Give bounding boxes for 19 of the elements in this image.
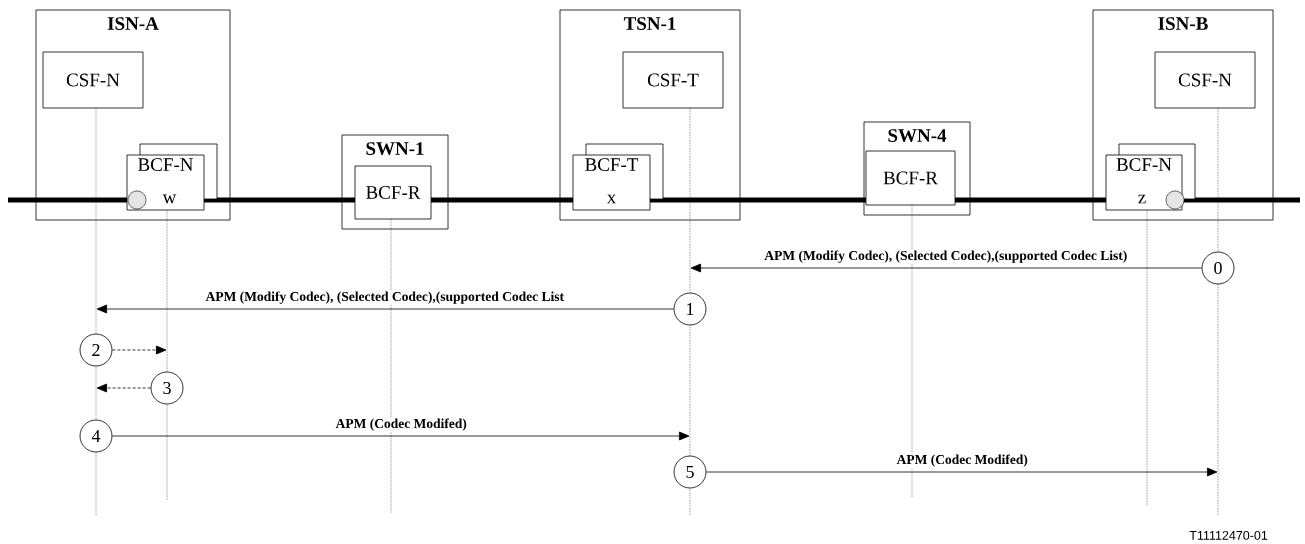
arrow: [112, 345, 167, 355]
function-box: CSF-N: [42, 51, 144, 109]
function-box: BCF-R: [865, 150, 956, 206]
arrow: [706, 467, 1218, 477]
edge-label: APM (Codec Modifed): [895, 453, 1029, 468]
figure-number: T11112470-01: [1189, 530, 1268, 540]
stacked-box: BCF-T x: [572, 143, 664, 211]
edge-label: APM (Modify Codec), (Selected Codec),(supported Codec List): [763, 249, 1129, 264]
arrow: [690, 263, 1202, 273]
stacked-box: BCF-N w: [126, 143, 218, 211]
edge-label: APM (Modify Codec), (Selected Codec),(supported Codec List: [204, 290, 566, 305]
arrow: [96, 304, 674, 314]
function-box: CSF-T: [622, 51, 724, 109]
function-box: BCF-R: [354, 165, 432, 220]
edge-label: APM (Codec Modifed): [334, 417, 468, 432]
stacked-box: BCF-N z: [1105, 143, 1196, 211]
function-box: CSF-N: [1154, 51, 1256, 109]
arrow: [96, 383, 151, 393]
arrow: [112, 431, 690, 441]
